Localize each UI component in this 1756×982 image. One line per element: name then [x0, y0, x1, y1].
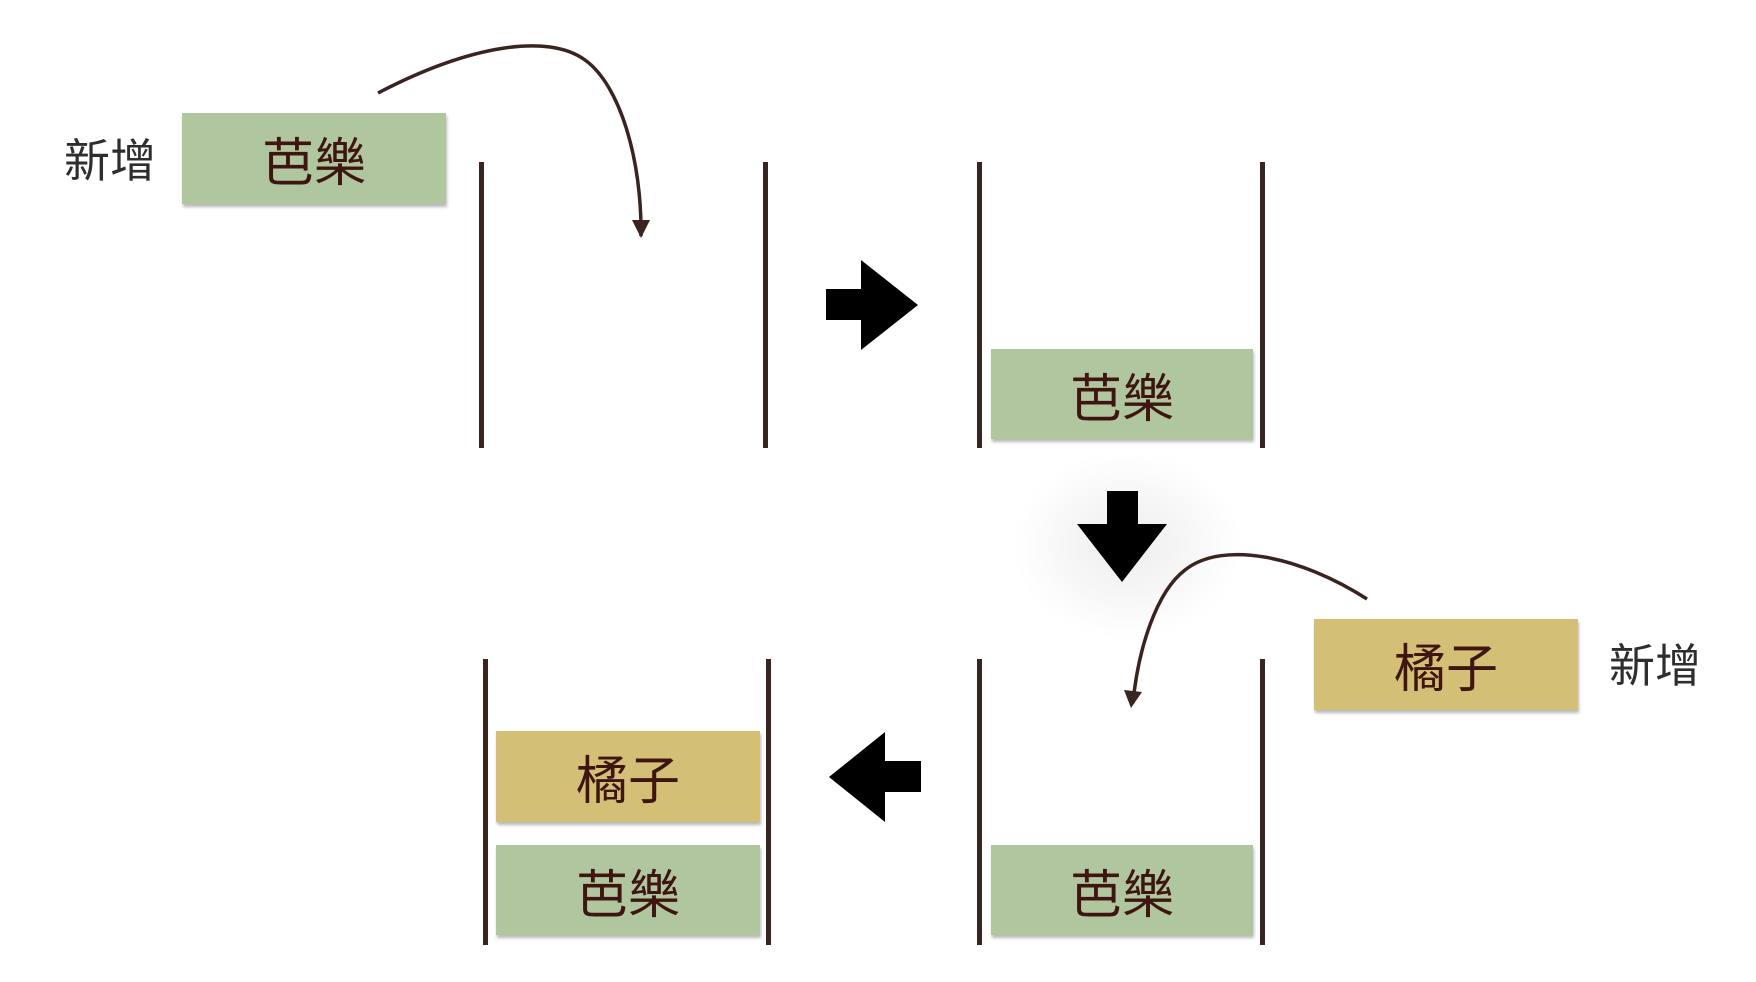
curved-arrow-head-1: [632, 220, 650, 238]
stack-2-block-banana: 芭樂: [991, 349, 1253, 439]
push-label-2: 新增: [1609, 639, 1701, 693]
stack-3-left-wall: [977, 659, 982, 945]
arrow-down-icon: [1077, 491, 1167, 582]
stack-4-right-wall: [766, 659, 771, 945]
curved-arrow-icon: [1131, 552, 1368, 704]
arrow-right-icon: [826, 260, 918, 350]
stack-4-block-orange: 橘子: [496, 731, 760, 822]
stack-1-left-wall: [479, 162, 484, 448]
stack-2-left-wall: [977, 162, 982, 448]
stack-3-block-banana: 芭樂: [991, 845, 1253, 935]
curved-arrow-head-2: [1124, 690, 1142, 708]
push-label-1: 新增: [64, 134, 156, 188]
stack-2-right-wall: [1260, 162, 1265, 448]
arrow-left-icon: [829, 732, 921, 822]
stack-1-right-wall: [763, 162, 768, 448]
stack-4-left-wall: [483, 659, 488, 945]
stack-3-right-wall: [1260, 659, 1265, 945]
incoming-block-banana: 芭樂: [182, 113, 446, 204]
curved-arrow-icon: [377, 44, 643, 237]
stack-4-block-banana: 芭樂: [496, 845, 760, 935]
incoming-block-orange: 橘子: [1314, 619, 1578, 710]
